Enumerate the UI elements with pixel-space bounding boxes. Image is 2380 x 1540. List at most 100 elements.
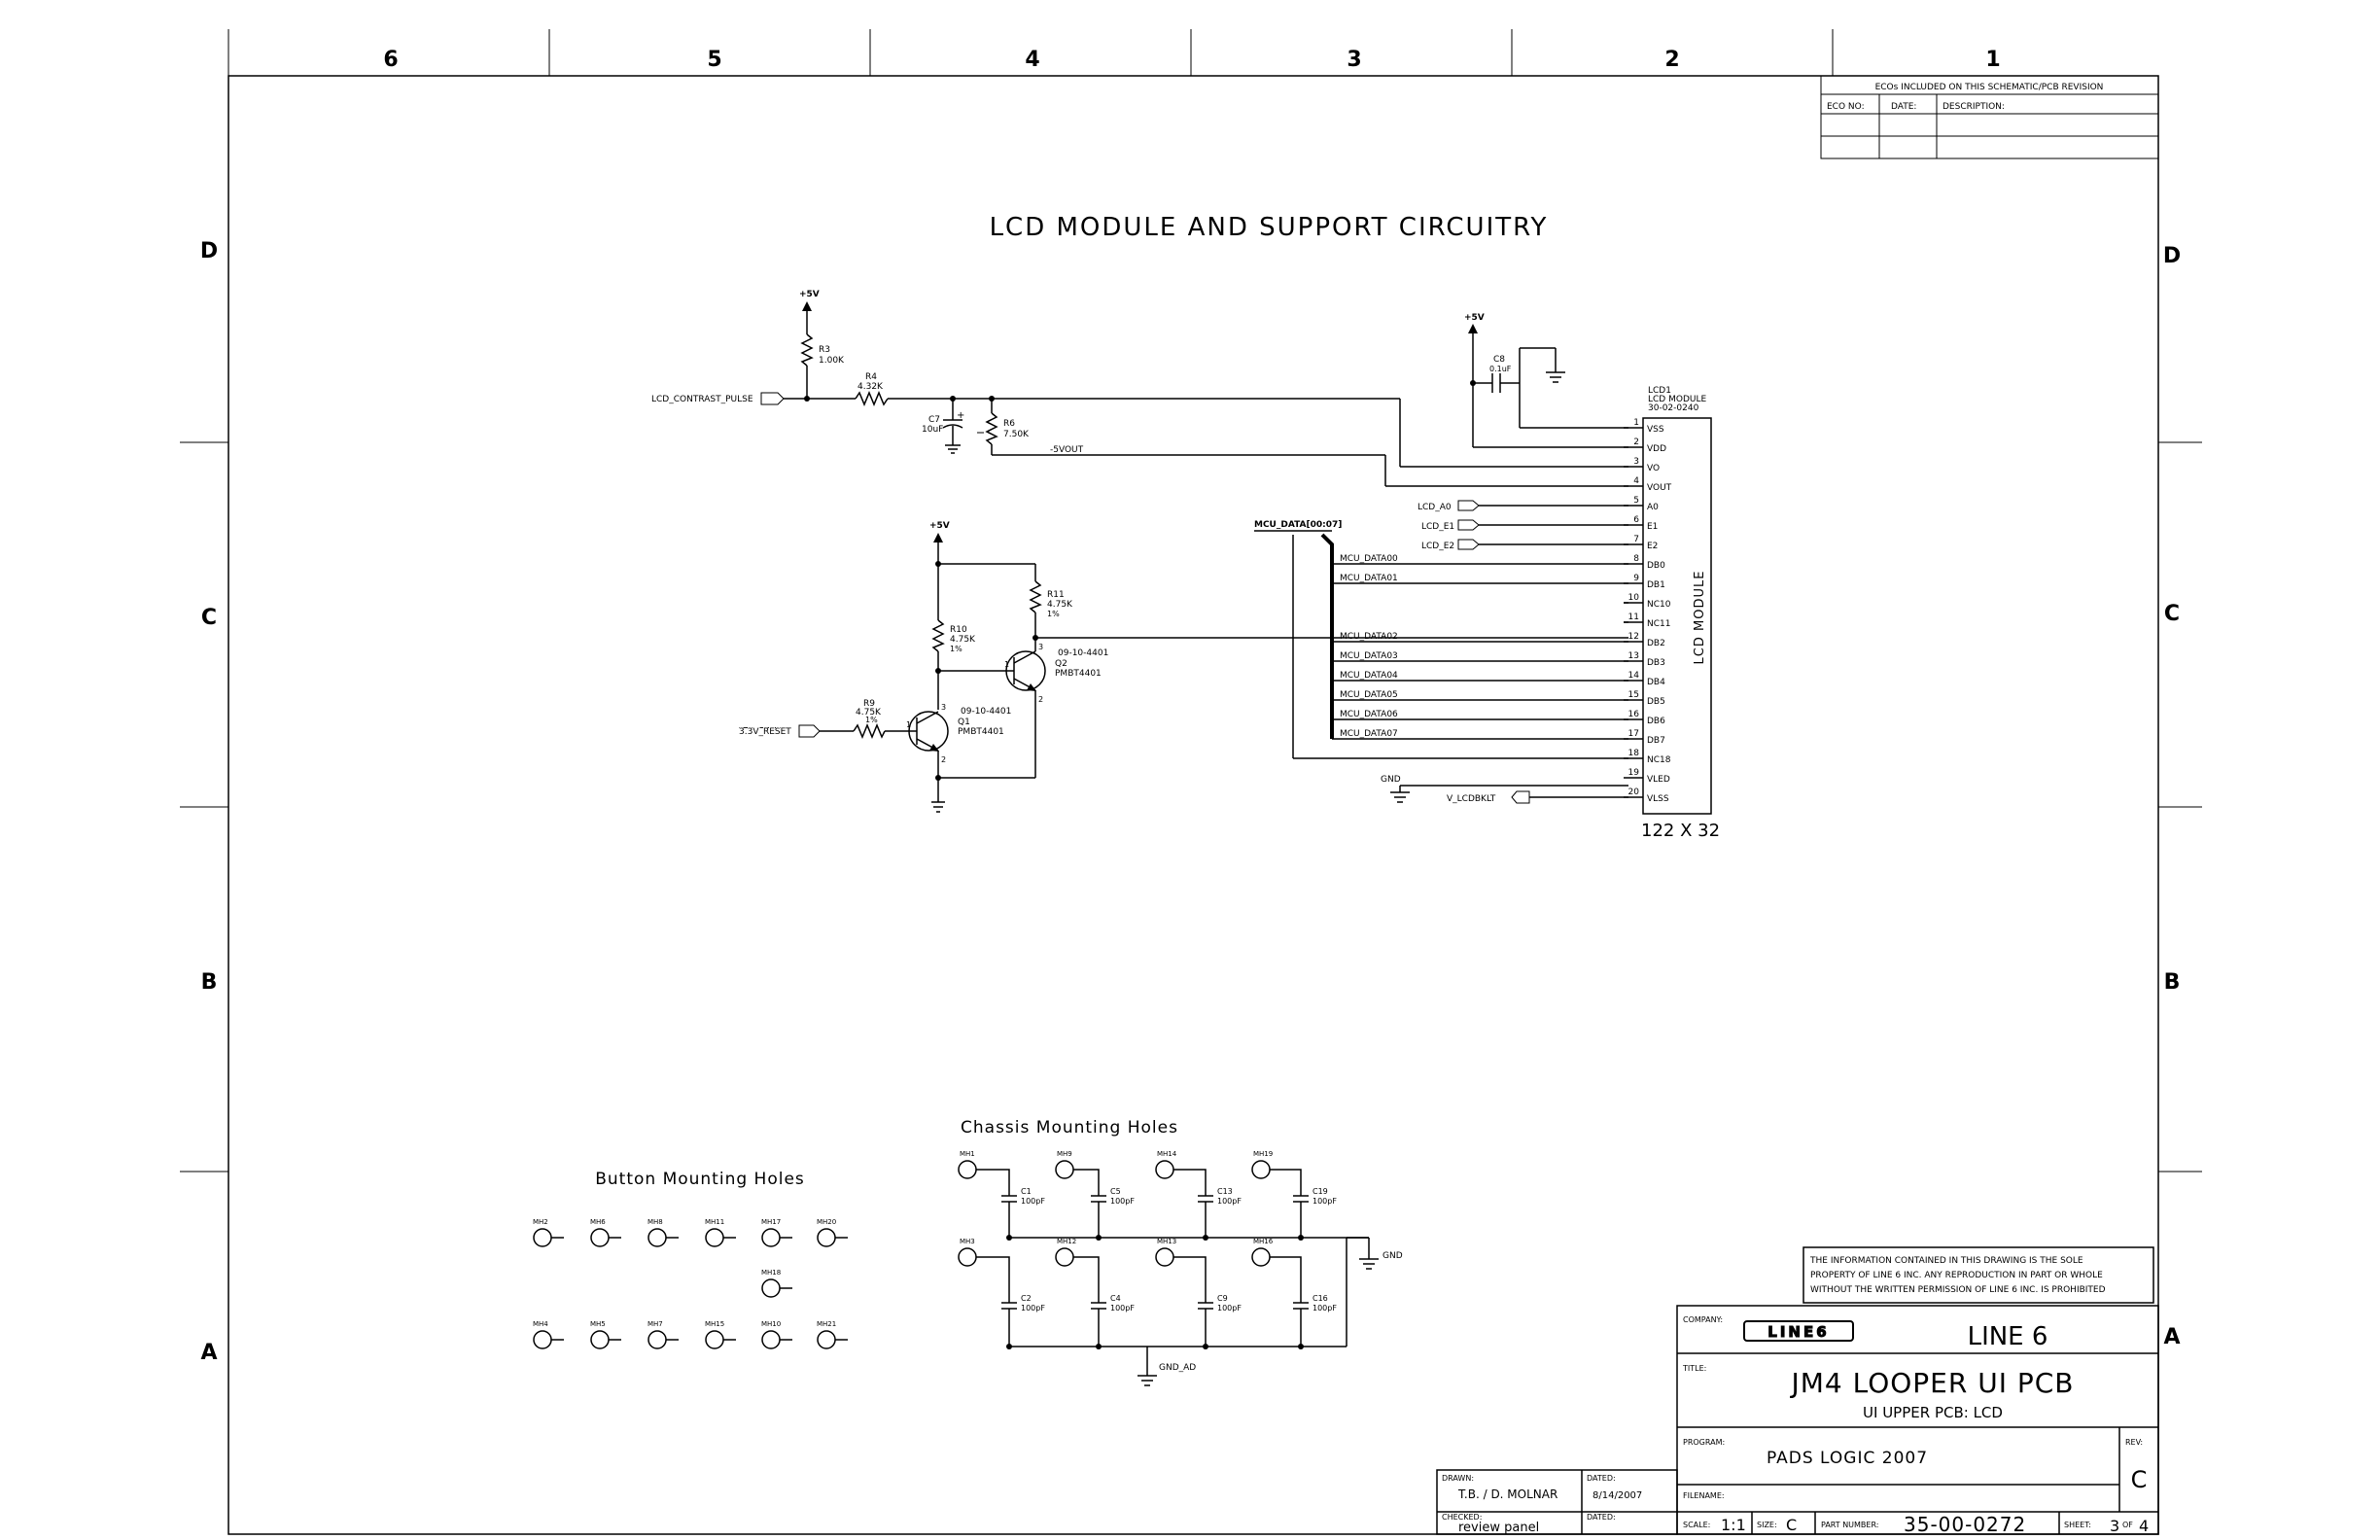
- eco-col-no: ECO NO:: [1827, 102, 1865, 112]
- button-hole-label: MH2: [533, 1218, 548, 1226]
- mounting-hole-icon: [705, 1228, 724, 1247]
- c7-val: 10uF: [922, 425, 943, 435]
- lcd-pin-name: DB3: [1647, 658, 1665, 668]
- lcd-supply-label: +5V: [1464, 313, 1485, 323]
- mounting-hole-icon: [817, 1228, 836, 1247]
- title-label: TITLE:: [1682, 1364, 1706, 1373]
- chassis-hole-label: MH14: [1157, 1150, 1177, 1158]
- col-5: 5: [707, 48, 721, 72]
- page-title: LCD MODULE AND SUPPORT CIRCUITRY: [990, 213, 1549, 242]
- lcd-pin-number: 11: [1628, 612, 1639, 622]
- lcd-module: LCD1 LCD MODULE 30-02-0240 LCD MODULE 12…: [1254, 313, 1720, 841]
- lcd-pin-name: NC11: [1647, 619, 1670, 629]
- lcd-pin-number: 4: [1633, 476, 1639, 486]
- lcd-pin-number: 19: [1628, 768, 1640, 778]
- r6-val: 7.50K: [1003, 430, 1030, 439]
- mounting-hole-icon: [1055, 1247, 1074, 1267]
- sheet-label: SHEET:: [2064, 1521, 2091, 1529]
- lcd-body-label: LCD MODULE: [1693, 571, 1707, 665]
- lcd-pin-name: VDD: [1647, 444, 1666, 454]
- column-labels: 6 5 4 3 2 1: [383, 48, 2000, 72]
- contrast-input-port: [760, 392, 785, 405]
- lcd-pin-name: E1: [1647, 522, 1658, 532]
- col-4: 4: [1025, 48, 1039, 72]
- hole-lead: [976, 1256, 1010, 1303]
- cap-ref: C16: [1312, 1294, 1328, 1303]
- drawn-label: DRAWN:: [1442, 1474, 1474, 1483]
- cap-val: 100pF: [1312, 1197, 1337, 1206]
- cap-val: 100pF: [1217, 1304, 1242, 1312]
- mounting-hole-icon: [533, 1228, 552, 1247]
- svg-text:2: 2: [1038, 695, 1043, 704]
- svg-text:3: 3: [1038, 643, 1043, 651]
- lcd-pin-number: 10: [1628, 593, 1640, 603]
- row-a-right: A: [2163, 1325, 2180, 1349]
- lcd-ref: LCD1: [1648, 386, 1671, 396]
- button-hole-label: MH11: [705, 1218, 724, 1226]
- logo-text: LINE6: [1768, 1323, 1829, 1341]
- lcd-pin-name: DB6: [1647, 717, 1665, 726]
- lcd-pin-name: DB7: [1647, 736, 1665, 746]
- reset-supply-arrow-icon: [933, 533, 943, 542]
- lcd-a0-port: [1457, 500, 1480, 511]
- mounting-hole-icon: [761, 1278, 781, 1298]
- cap-val: 100pF: [1217, 1197, 1242, 1206]
- data-net-label: MCU_DATA01: [1340, 574, 1398, 583]
- lcd-body: [1642, 417, 1712, 815]
- contrast-supply-label: +5V: [799, 290, 820, 299]
- lcd-pin-number: 14: [1628, 671, 1640, 681]
- drawing-subtitle: UI UPPER PCB: LCD: [1863, 1404, 2003, 1421]
- cap-val: 100pF: [1110, 1304, 1135, 1312]
- row-c-right: C: [2164, 602, 2180, 626]
- button-hole-label: MH7: [648, 1320, 663, 1328]
- notice-line-1: THE INFORMATION CONTAINED IN THIS DRAWIN…: [1809, 1256, 2083, 1266]
- sheet-value: 3: [2110, 1517, 2119, 1535]
- col-2: 2: [1664, 48, 1679, 72]
- lcd-pin-number: 8: [1633, 554, 1639, 564]
- r4-ref: R4: [865, 372, 877, 382]
- reset-supply-label: +5V: [929, 521, 950, 531]
- svg-text:2: 2: [941, 755, 946, 764]
- mounting-hole-icon: [590, 1228, 610, 1247]
- contrast-circuit: +5V R3 1.00K LCD_CONTRAST_PULSE R4 4.32K…: [651, 290, 1628, 487]
- lcd-pin-name: A0: [1647, 503, 1659, 512]
- drawing-title: JM4 LOOPER UI PCB: [1789, 1367, 2074, 1399]
- r6-resistor-icon: [985, 412, 998, 445]
- chassis-hole-label: MH9: [1057, 1150, 1072, 1158]
- mounting-hole-icon: [590, 1330, 610, 1349]
- chassis-hole-label: MH13: [1157, 1238, 1176, 1245]
- button-hole-label: MH17: [761, 1218, 781, 1226]
- part-label: PART NUMBER:: [1821, 1521, 1878, 1529]
- data-net-label: MCU_DATA05: [1340, 690, 1398, 700]
- lcd-pin-name: DB4: [1647, 678, 1665, 687]
- checked-label: CHECKED:: [1442, 1513, 1482, 1522]
- mounting-hole-icon: [648, 1330, 667, 1349]
- mounting-hole-icon: [648, 1228, 667, 1247]
- cap-ref: C2: [1021, 1294, 1032, 1303]
- lcd-pin-name: VLED: [1647, 775, 1670, 785]
- r11-val: 4.75K: [1047, 600, 1073, 610]
- mounting-hole-icon: [958, 1160, 977, 1179]
- col-3: 3: [1347, 48, 1361, 72]
- dated2-label: DATED:: [1587, 1513, 1616, 1522]
- mounting-hole-icon: [761, 1228, 781, 1247]
- lcd-pin-name: DB1: [1647, 580, 1665, 590]
- button-hole-label: MH20: [817, 1218, 836, 1226]
- lcd-pin-name: DB2: [1647, 639, 1665, 648]
- cap-ref: C13: [1217, 1187, 1233, 1196]
- hole-lead: [976, 1169, 1010, 1196]
- r10-resistor-icon: [931, 619, 945, 652]
- button-hole-label: MH21: [817, 1320, 836, 1328]
- lcd-pin-number: 9: [1633, 574, 1639, 583]
- lcd-pin-number: 15: [1628, 690, 1639, 700]
- size-label: SIZE:: [1757, 1521, 1777, 1529]
- svg-text:+: +: [957, 410, 964, 421]
- lcd-pin-name: E2: [1647, 542, 1658, 551]
- of-label: OF: [2122, 1521, 2133, 1529]
- row-a-left: A: [200, 1341, 217, 1365]
- col-6: 6: [383, 48, 398, 72]
- lcd-pin-number: 6: [1633, 515, 1639, 525]
- cap-val: 100pF: [1021, 1304, 1045, 1312]
- col-1: 1: [1985, 48, 2000, 72]
